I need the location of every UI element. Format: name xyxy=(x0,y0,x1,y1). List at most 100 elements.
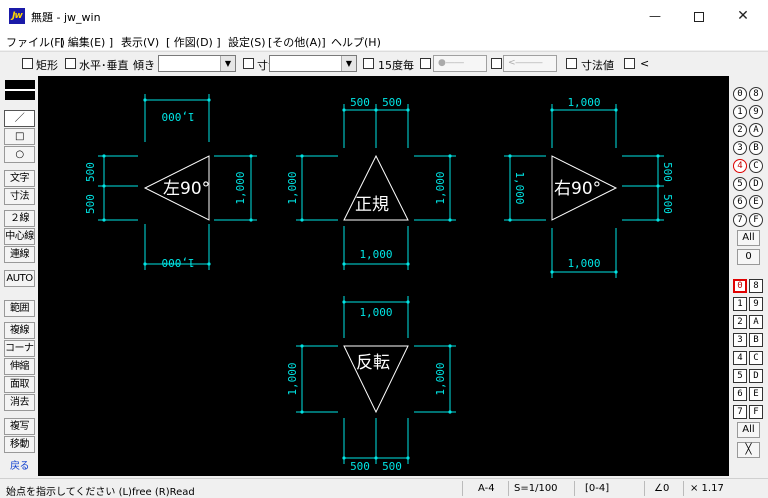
tilt-combo[interactable]: ▼ xyxy=(158,55,236,72)
layer-9[interactable]: 9 xyxy=(749,105,763,119)
tool-line[interactable]: ／ xyxy=(4,110,35,127)
group-e[interactable]: E xyxy=(749,387,763,401)
symbol-label-reversed: 反転 xyxy=(356,353,390,373)
layer-all-button[interactable]: All xyxy=(737,230,760,246)
tool-text[interactable]: 文字 xyxy=(4,170,35,187)
tilt-label: 傾き xyxy=(133,59,155,72)
tool-undo[interactable]: 戻る xyxy=(10,461,30,472)
dim-value: 500 xyxy=(382,460,402,473)
layer-6[interactable]: 6 xyxy=(733,195,747,209)
layer-8[interactable]: 8 xyxy=(749,87,763,101)
tool-erase[interactable]: 消去 xyxy=(4,394,35,411)
group-f[interactable]: F xyxy=(749,405,763,419)
status-separator xyxy=(462,481,463,496)
dim-value: 500 xyxy=(350,96,370,109)
group-a[interactable]: A xyxy=(749,315,763,329)
circle-mode-box[interactable]: ●―― xyxy=(433,55,487,72)
group-c[interactable]: C xyxy=(749,351,763,365)
group-8[interactable]: 8 xyxy=(749,279,763,293)
tool-panel: ／ □ ○ 文字 寸法 ２線 中心線 連線 AUTO 範囲 複線 コーナー 伸縮… xyxy=(0,76,37,478)
group-b[interactable]: B xyxy=(749,333,763,347)
status-zoom[interactable]: × 1.17 xyxy=(690,483,724,494)
tool-dimension[interactable]: 寸法 xyxy=(4,188,35,205)
line-sample xyxy=(5,89,35,91)
minimize-button[interactable]: — xyxy=(649,9,661,23)
triangle-down xyxy=(343,345,409,414)
menu-file[interactable]: ファイル(F) xyxy=(6,36,65,49)
maximize-button[interactable] xyxy=(676,0,722,32)
layer-current-button[interactable]: 0 xyxy=(737,249,760,265)
tool-move[interactable]: 移動 xyxy=(4,436,35,453)
group-2[interactable]: 2 xyxy=(733,315,747,329)
menu-draw[interactable]: [ 作図(D) ] xyxy=(166,36,221,49)
deg15-checkbox[interactable] xyxy=(363,58,374,69)
rect-checkbox[interactable] xyxy=(22,58,33,69)
tool-offset[interactable]: 複線 xyxy=(4,322,35,339)
tool-corner[interactable]: コーナー xyxy=(4,340,35,357)
layer-c[interactable]: C xyxy=(749,159,763,173)
group-x-button[interactable]: ╳ xyxy=(737,442,760,458)
menu-edit[interactable]: [ 編集(E) ] xyxy=(60,36,114,49)
layer-1[interactable]: 1 xyxy=(733,105,747,119)
layer-4-active[interactable]: 4 xyxy=(733,159,747,173)
hv-checkbox[interactable] xyxy=(65,58,76,69)
group-3[interactable]: 3 xyxy=(733,333,747,347)
status-scale[interactable]: S=1/100 xyxy=(514,483,558,494)
menu-other[interactable]: [その他(A)] xyxy=(268,36,326,49)
circle-mode-checkbox[interactable] xyxy=(420,58,431,69)
tool-copy[interactable]: 複写 xyxy=(4,418,35,435)
layer-3[interactable]: 3 xyxy=(733,141,747,155)
tool-double-line[interactable]: ２線 xyxy=(4,210,35,227)
dim-value: 1,000 xyxy=(359,306,392,319)
tool-auto[interactable]: AUTO xyxy=(4,270,35,287)
status-layer[interactable]: [0-4] xyxy=(585,483,610,494)
group-1[interactable]: 1 xyxy=(733,297,747,311)
layer-d[interactable]: D xyxy=(749,177,763,191)
status-paper[interactable]: A-4 xyxy=(478,483,495,494)
lt-label: < xyxy=(640,57,650,70)
group-6[interactable]: 6 xyxy=(733,387,747,401)
tool-circle[interactable]: ○ xyxy=(4,146,35,163)
tool-stretch[interactable]: 伸縮 xyxy=(4,358,35,375)
tool-connect[interactable]: 連線 xyxy=(4,246,35,263)
dimvalue-checkbox[interactable] xyxy=(566,58,577,69)
menu-view[interactable]: 表示(V) xyxy=(121,36,160,49)
layer-7[interactable]: 7 xyxy=(733,213,747,227)
layer-b[interactable]: B xyxy=(749,141,763,155)
status-separator xyxy=(683,481,684,496)
group-0-active[interactable]: 0 xyxy=(733,279,747,293)
dim-combo[interactable]: ▼ xyxy=(269,55,357,72)
layer-f[interactable]: F xyxy=(749,213,763,227)
group-d[interactable]: D xyxy=(749,369,763,383)
dim-checkbox[interactable] xyxy=(243,58,254,69)
group-5[interactable]: 5 xyxy=(733,369,747,383)
layer-5[interactable]: 5 xyxy=(733,177,747,191)
tool-chamfer[interactable]: 面取 xyxy=(4,376,35,393)
layer-a[interactable]: A xyxy=(749,123,763,137)
arrow-mode-box[interactable]: <――― xyxy=(503,55,557,72)
menu-settings[interactable]: 設定(S) xyxy=(228,36,266,49)
tool-center-line[interactable]: 中心線 xyxy=(4,228,35,245)
dim-value: 1,000 xyxy=(567,257,600,270)
group-9[interactable]: 9 xyxy=(749,297,763,311)
dim-value: 1,000 xyxy=(434,362,447,395)
status-angle[interactable]: ∠0 xyxy=(654,483,670,494)
layer-e[interactable]: E xyxy=(749,195,763,209)
line-type-swatch[interactable] xyxy=(5,80,35,100)
layer-2[interactable]: 2 xyxy=(733,123,747,137)
group-4[interactable]: 4 xyxy=(733,351,747,365)
drawing-canvas[interactable]: 左90° 正規 右90° 反転 1,000 1,000 500 500 1,00… xyxy=(38,76,729,476)
close-button[interactable]: ✕ xyxy=(737,8,749,24)
status-bar: 始点を指示してください (L)free (R)Read A-4 S=1/100 … xyxy=(0,478,768,498)
menu-help[interactable]: ヘルプ(H) xyxy=(331,36,381,49)
group-all-button[interactable]: All xyxy=(737,422,760,438)
tool-rect[interactable]: □ xyxy=(4,128,35,145)
dim-value: 500 xyxy=(84,194,97,214)
symbol-label-left90: 左90° xyxy=(163,179,210,199)
layer-0[interactable]: 0 xyxy=(733,87,747,101)
group-7[interactable]: 7 xyxy=(733,405,747,419)
lt-checkbox[interactable] xyxy=(624,58,635,69)
tool-range[interactable]: 範囲 xyxy=(4,300,35,317)
arrow-mode-checkbox[interactable] xyxy=(491,58,502,69)
status-separator xyxy=(574,481,575,496)
